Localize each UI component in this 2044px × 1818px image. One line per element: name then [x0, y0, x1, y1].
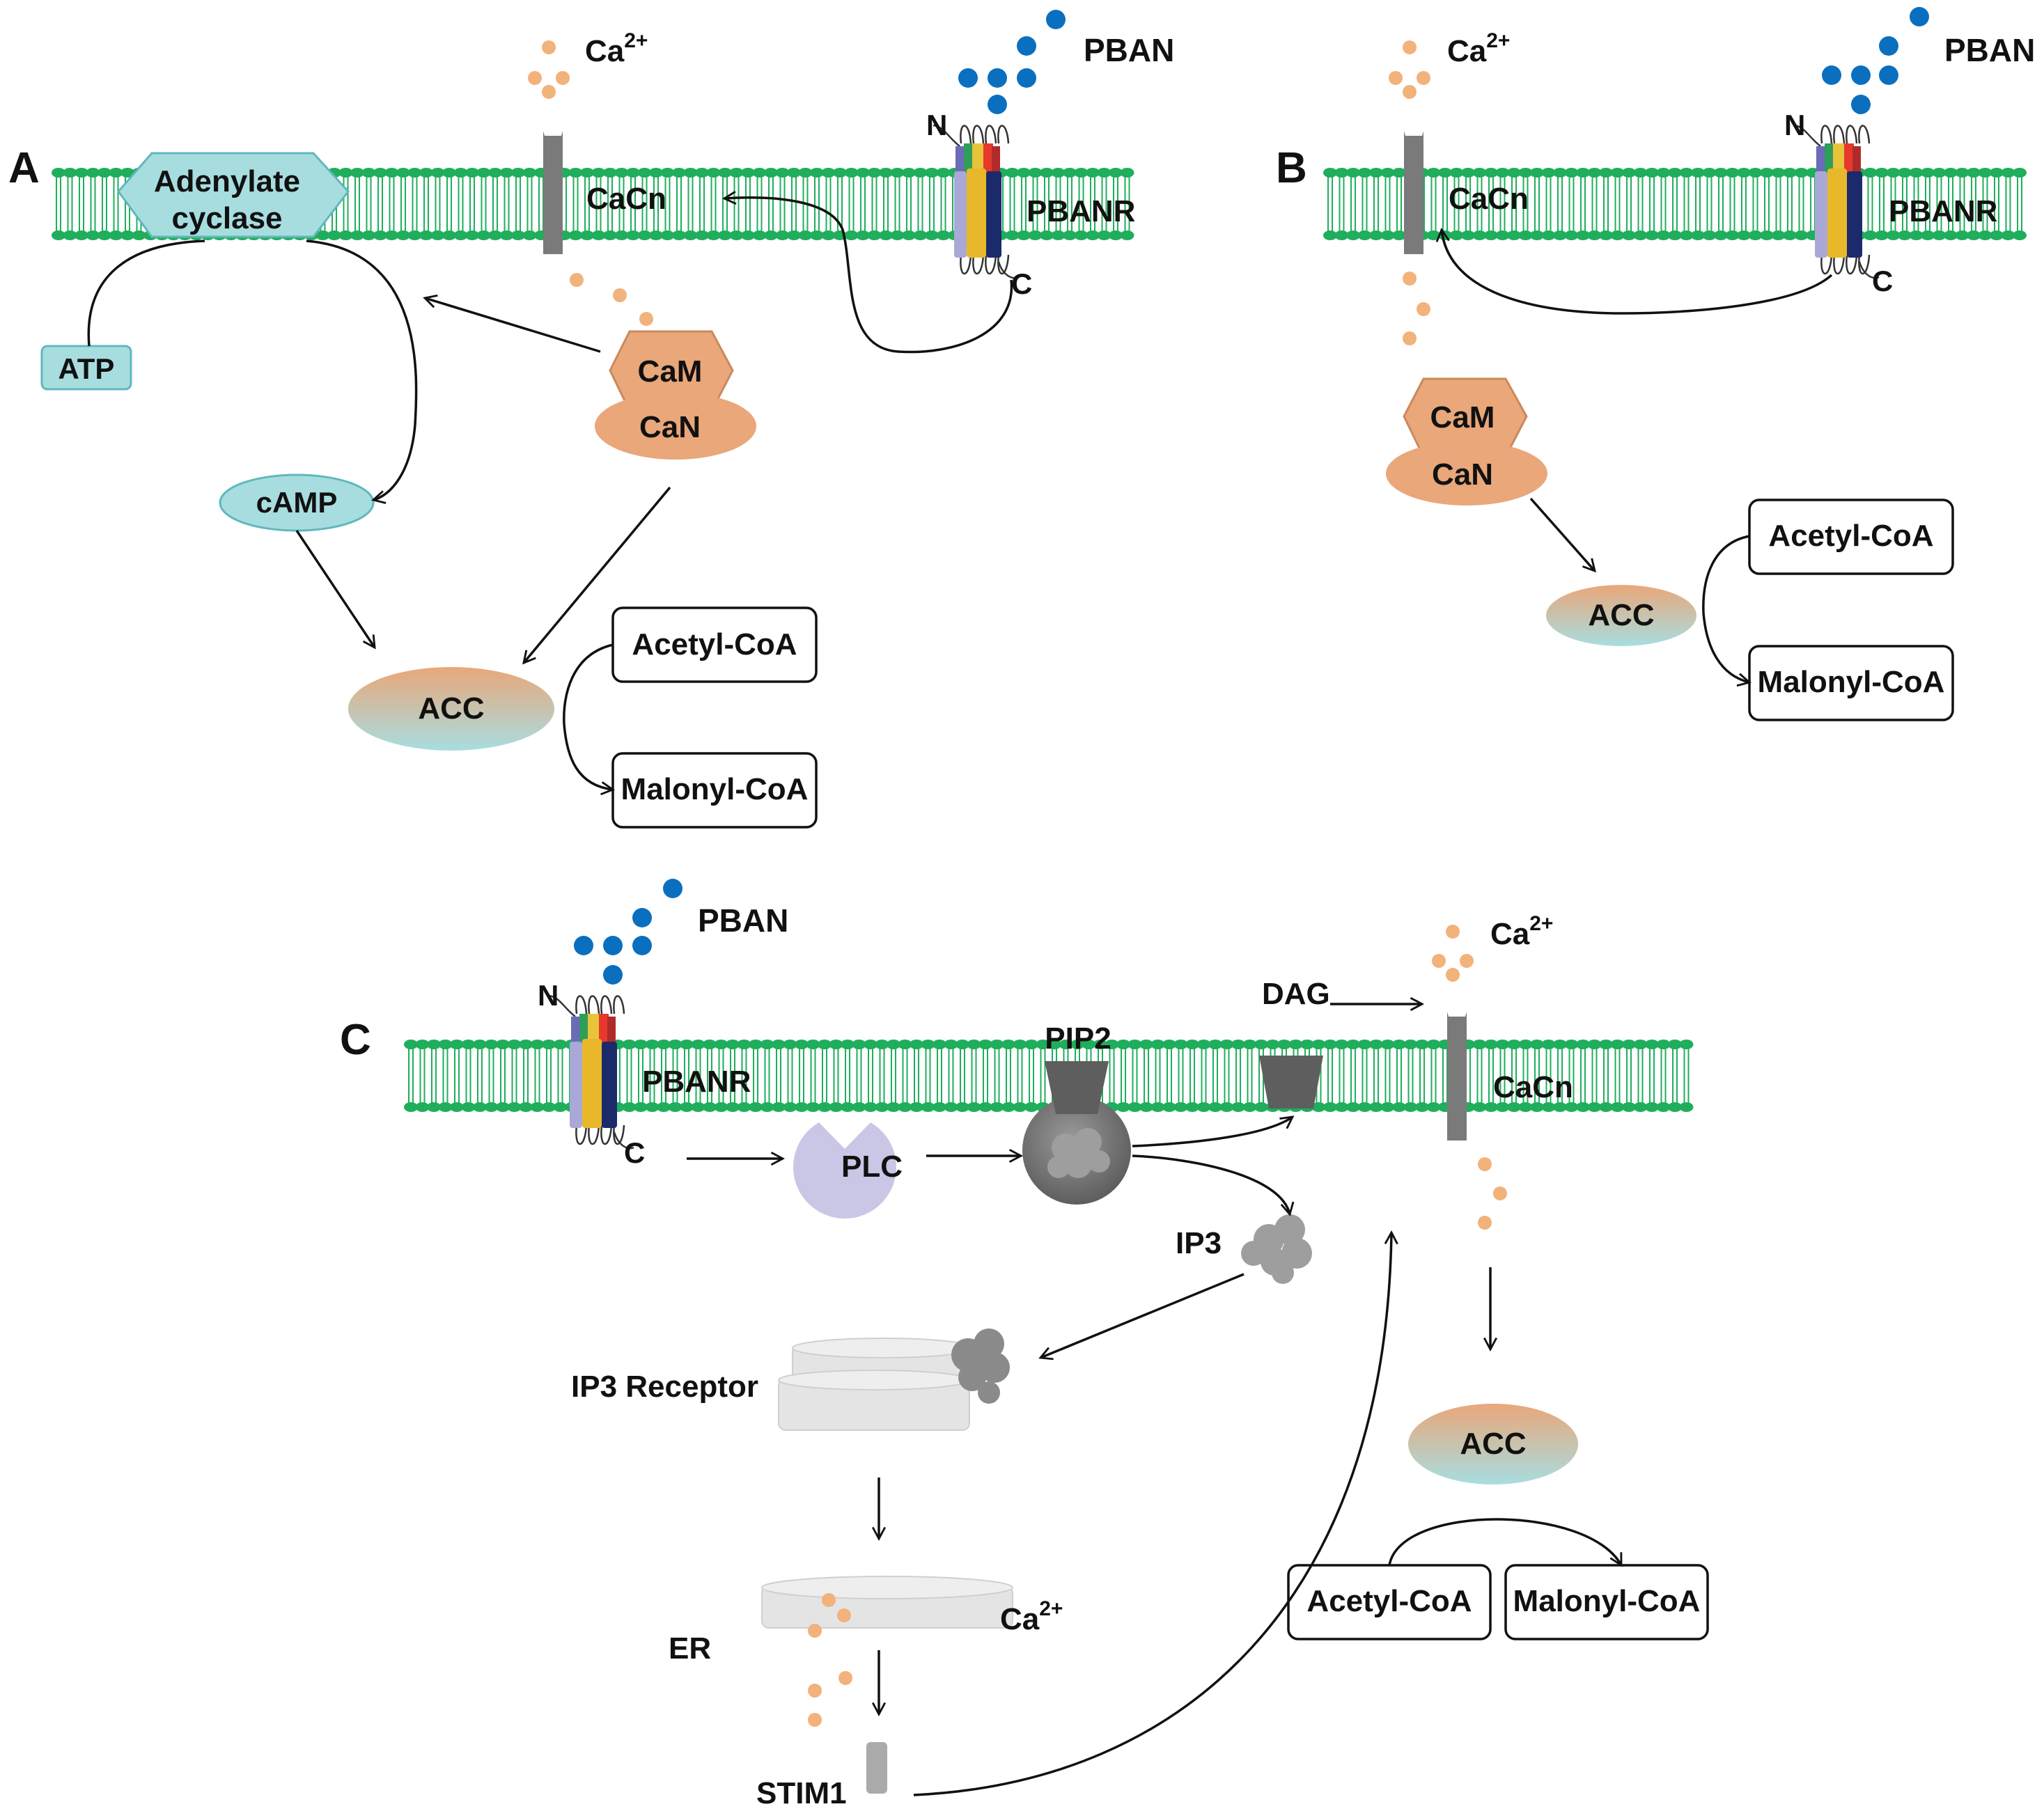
- pip2-cluster: [1047, 1128, 1110, 1178]
- panel-c-label: C: [340, 1016, 371, 1064]
- pban-label: PBAN: [1084, 32, 1174, 68]
- calcineurin-label-b: CaN: [1432, 457, 1493, 492]
- calcineurin-label: CaN: [639, 410, 701, 444]
- acc-label-b: ACC: [1588, 598, 1654, 632]
- pban-label-b: PBAN: [1944, 32, 2035, 68]
- arrow-pip2-to-ip3: [1132, 1154, 1295, 1216]
- er-calcium-ions: [808, 1593, 852, 1727]
- receptor-c-terminus: C: [1011, 267, 1032, 300]
- calcium-channel-label-b: CaCn: [1449, 182, 1529, 216]
- acc-enzyme-c: [1408, 1404, 1578, 1484]
- receptor-n-terminus-c: N: [538, 979, 559, 1012]
- arrow-receptor-to-channel: [721, 190, 1013, 354]
- acetyl-coa-label-c: Acetyl-CoA: [1306, 1584, 1472, 1618]
- atp-label: ATP: [58, 352, 115, 385]
- stim1-protein: [866, 1742, 887, 1794]
- acc-label: ACC: [418, 691, 484, 726]
- pban-receptor-c: [548, 994, 634, 1150]
- acc-label-c: ACC: [1460, 1427, 1526, 1461]
- calcium-ions-intracellular: [570, 273, 653, 326]
- plc-label: PLC: [841, 1150, 903, 1184]
- camp-label: cAMP: [256, 486, 338, 519]
- panel-c: C PBAN N C PBANR PLC PIP2 DAG IP3: [340, 879, 1709, 1810]
- arrow-cam-to-cyclase: [423, 295, 601, 353]
- plc-enzyme: [793, 1122, 896, 1219]
- receptor-label-c: PBANR: [642, 1065, 751, 1099]
- stim1-label: STIM1: [756, 1776, 847, 1810]
- calcium-channel-label-c: CaCn: [1493, 1070, 1573, 1104]
- malonyl-coa-box-c: [1504, 1564, 1709, 1640]
- arrow-receptor-to-channel-b: [1435, 227, 1833, 315]
- pip2-label: PIP2: [1045, 1021, 1111, 1056]
- dag-molecule: [1259, 1056, 1323, 1108]
- calcium-label-c: Ca2+: [1490, 912, 1553, 951]
- endoplasmic-reticulum: [761, 1576, 1013, 1629]
- calcium-ions-intracellular-c: [1478, 1157, 1507, 1230]
- pban-ligands-c: [574, 879, 682, 985]
- receptor-c-terminus-c: C: [624, 1136, 645, 1169]
- acetyl-coa-label: Acetyl-CoA: [632, 627, 797, 661]
- acc-enzyme-b: [1546, 585, 1696, 646]
- pban-ligands-b: [1822, 7, 1929, 114]
- calcium-ions-extracellular-c: [1432, 925, 1474, 982]
- arrow-acetyl-to-malonyl: [563, 643, 616, 796]
- dag-label: DAG: [1262, 977, 1330, 1011]
- calcium-channel-label: CaCn: [586, 182, 666, 216]
- er-label: ER: [669, 1631, 711, 1666]
- calmodulin-label: CaM: [638, 354, 703, 389]
- lipid-bilayer: [52, 168, 1134, 240]
- calcium-ions-intracellular-b: [1403, 272, 1430, 345]
- malonyl-coa-label: Malonyl-CoA: [621, 772, 809, 806]
- arrow-ip3-to-receptor: [1038, 1273, 1245, 1361]
- adenylate-cyclase-label-1: Adenylate: [154, 164, 300, 198]
- ip3-molecule: [1241, 1214, 1312, 1284]
- calmodulin-label-b: CaM: [1430, 400, 1495, 434]
- er-calcium-label: Ca2+: [1000, 1597, 1063, 1636]
- calcineurin: [595, 393, 756, 460]
- arrow-can-to-acc: [522, 486, 671, 665]
- malonyl-coa-label-c: Malonyl-CoA: [1513, 1584, 1701, 1618]
- arrow-can-to-acc-b: [1529, 497, 1597, 573]
- calcium-ions-extracellular-b: [1389, 40, 1430, 99]
- receptor-n-terminus: N: [926, 109, 947, 141]
- panel-b-label: B: [1276, 144, 1307, 192]
- calcineurin-b: [1386, 441, 1547, 506]
- calcium-channel: [543, 129, 563, 254]
- calcium-channel-b: [1404, 129, 1423, 254]
- line-atp-to-cyclase: [87, 240, 205, 347]
- calcium-ions-extracellular: [528, 40, 570, 99]
- arrow-pip2-to-dag: [1132, 1115, 1295, 1147]
- calcium-channel-c: [1447, 1010, 1467, 1141]
- ip3-receptor: [778, 1329, 1010, 1431]
- acc-enzyme: [348, 667, 554, 751]
- calcium-label-b: Ca2+: [1447, 29, 1510, 68]
- pban-receptor-b: [1793, 124, 1880, 279]
- ip3-receptor-label: IP3 Receptor: [571, 1370, 758, 1404]
- pip2-membrane-anchor: [1045, 1061, 1109, 1114]
- atp-box: [40, 345, 132, 391]
- pban-receptor: [933, 124, 1019, 279]
- membranes: [52, 168, 2027, 1112]
- ip3-label: IP3: [1176, 1226, 1222, 1260]
- panel-b: B Ca2+ CaCn PBAN N C PBANR CaM CaN ACC A…: [1276, 7, 2035, 721]
- adenylate-cyclase: [117, 152, 350, 238]
- arrow-stim1-to-channel: [913, 1230, 1398, 1796]
- receptor-c-terminus-b: C: [1872, 265, 1893, 297]
- arrow-acetyl-to-malonyl-b: [1702, 535, 1752, 687]
- adenylate-cyclase-label-2: cyclase: [171, 201, 282, 235]
- arrow-cyclase-to-camp: [306, 240, 418, 504]
- receptor-n-terminus-b: N: [1784, 109, 1805, 141]
- pban-label-c: PBAN: [698, 902, 788, 939]
- arrow-acetyl-to-malonyl-c: [1388, 1518, 1623, 1567]
- panel-a-label: A: [8, 144, 40, 192]
- panel-a: A Ca2+ CaCn PBAN N C PBANR Adenylate cyc…: [8, 10, 1174, 829]
- receptor-label: PBANR: [1027, 194, 1135, 228]
- arrow-camp-to-acc: [295, 530, 376, 650]
- calcium-label: Ca2+: [585, 29, 648, 68]
- malonyl-coa-label-b: Malonyl-CoA: [1758, 665, 1945, 699]
- acetyl-coa-label-b: Acetyl-CoA: [1768, 519, 1933, 553]
- receptor-label-b: PBANR: [1889, 194, 1997, 228]
- pban-ligands: [958, 10, 1066, 114]
